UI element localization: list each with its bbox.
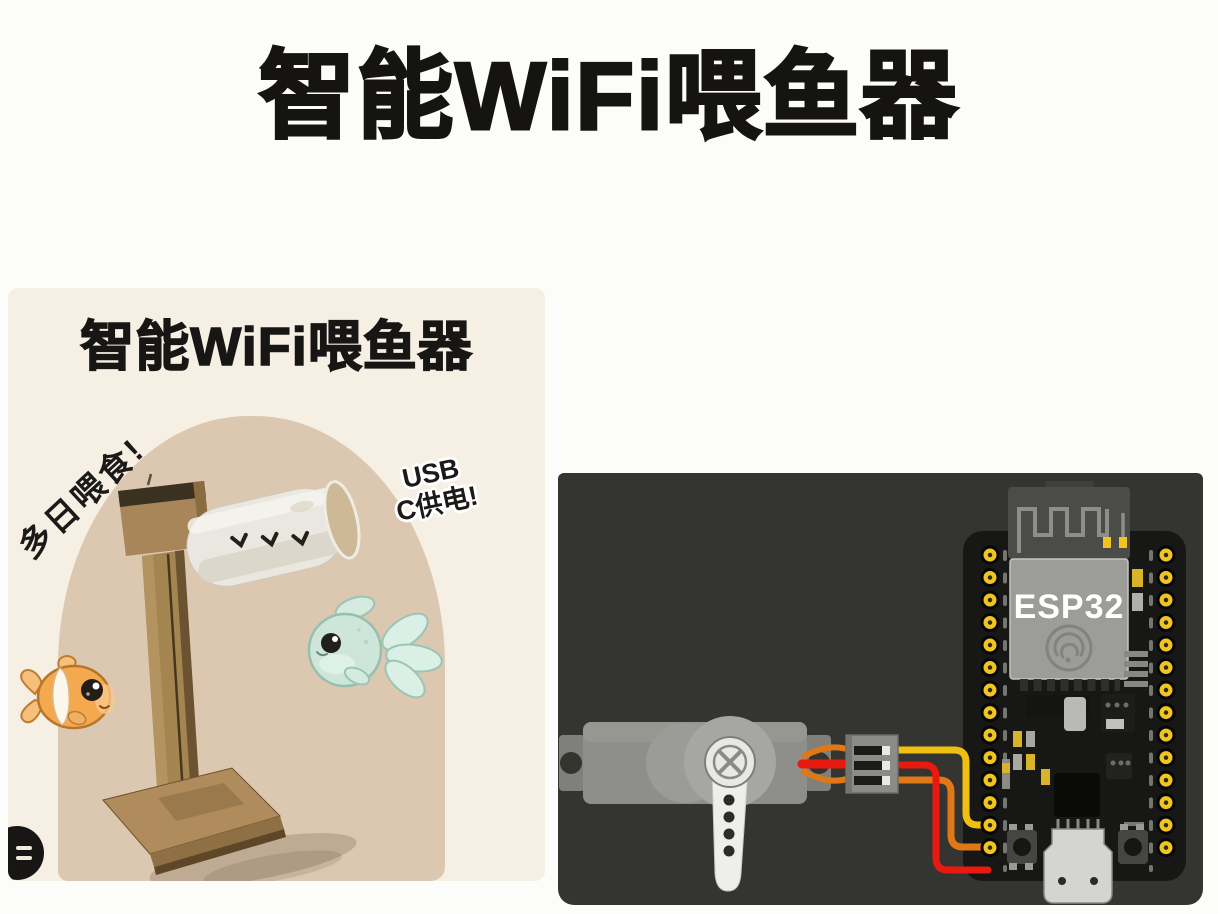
feeder-photo-card: 智能WiFi喂鱼器 多日喂食! USB C供电! bbox=[8, 288, 545, 881]
espressif-logo-icon bbox=[1045, 624, 1093, 672]
antenna-module bbox=[1008, 481, 1130, 559]
micro-usb-connector bbox=[1043, 819, 1113, 904]
drum-feed-holes bbox=[230, 530, 309, 549]
teal-fish-illustration bbox=[307, 595, 443, 699]
card-title: 智能WiFi喂鱼器 bbox=[80, 316, 473, 378]
clownfish-illustration bbox=[20, 655, 115, 730]
teal-fish-eye bbox=[321, 633, 341, 653]
board-components bbox=[1002, 569, 1148, 826]
gpio-pin-headers bbox=[980, 545, 1176, 880]
power-wire-orange bbox=[892, 776, 992, 851]
wiring-diagram: ESP32 bbox=[559, 481, 1186, 904]
servo-motor bbox=[559, 716, 831, 892]
boot-button bbox=[1118, 824, 1148, 864]
ground-wire-red bbox=[892, 761, 992, 874]
servo-screw bbox=[704, 736, 756, 788]
feeder-drum bbox=[186, 480, 361, 587]
en-button bbox=[1007, 824, 1037, 870]
page-title: 智能WiFi喂鱼器 bbox=[258, 42, 959, 152]
esp32-chip-label: ESP32 bbox=[1014, 588, 1125, 626]
cardboard-feeder-illustration bbox=[102, 473, 361, 881]
feeder-post bbox=[142, 550, 200, 802]
signal-wire-yellow bbox=[892, 746, 992, 829]
esp32-board: ESP32 bbox=[963, 481, 1186, 904]
esp32-shield bbox=[1009, 558, 1129, 680]
wiring-diagram-card: ESP32 bbox=[558, 473, 1203, 905]
clownfish-eye bbox=[81, 679, 103, 701]
three-pin-connector bbox=[845, 734, 899, 794]
feeder-base bbox=[102, 767, 286, 875]
